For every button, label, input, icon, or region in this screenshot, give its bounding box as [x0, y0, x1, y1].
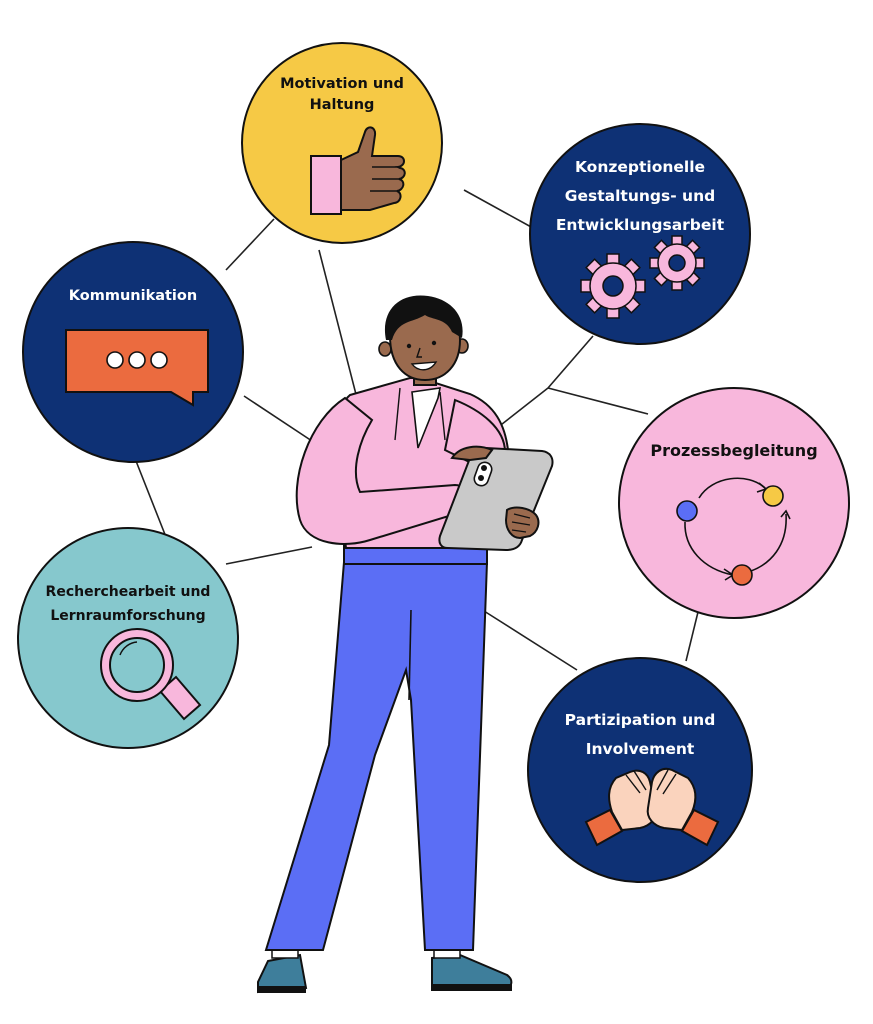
- circle-prozess: [618, 387, 850, 619]
- cycle-dot-orange: [731, 564, 753, 586]
- circle-motivation: [241, 42, 443, 244]
- connector-lines: [135, 189, 699, 671]
- person-with-tablet: [257, 295, 554, 994]
- label-recherche: Recherchearbeit und Lernraumforschung: [45, 584, 211, 624]
- circle-konzeption: [529, 123, 751, 345]
- label-motivation: Motivation und Haltung: [280, 76, 404, 113]
- label-prozess: Prozessbegleitung: [650, 441, 818, 460]
- thumbs-up-icon: [310, 126, 406, 215]
- left-arm: [295, 396, 471, 545]
- shirt: [411, 387, 442, 449]
- hands-icon: [584, 767, 720, 847]
- trousers: [264, 561, 489, 951]
- upper-hand: [450, 445, 494, 462]
- circle-recherche: [17, 527, 239, 749]
- speech-bubble-icon: [65, 329, 209, 407]
- magnifier-icon: [100, 628, 202, 721]
- hair: [384, 295, 463, 340]
- label-kommunikation: Kommunikation: [68, 288, 198, 304]
- circle-kommunikation: [22, 241, 244, 463]
- label-partizipation: Partizipation und Involvement: [564, 711, 716, 758]
- circle-partizipation: [527, 657, 753, 883]
- gears-icon: [580, 235, 705, 319]
- cycle-dot-yellow: [762, 485, 784, 507]
- cycle-dot-blue: [676, 500, 698, 522]
- label-konzeption: Konzeptionelle Gestaltungs- und Entwickl…: [555, 158, 725, 234]
- lower-hand: [504, 506, 540, 540]
